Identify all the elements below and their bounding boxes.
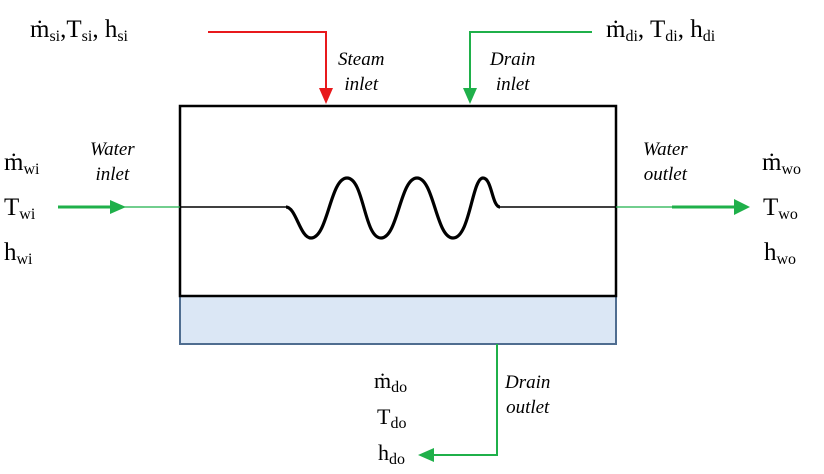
water-outlet-enthalpy-symbol: h: [764, 239, 777, 266]
drain-outlet-caption-line1: Drain: [505, 372, 551, 393]
steam-inlet-arrowhead: [319, 88, 333, 104]
steam-inlet-caption-line1: Steam: [338, 49, 385, 70]
drain-inlet-caption-line1: Drain: [490, 49, 536, 70]
steam-inlet-caption: Steam inlet: [338, 47, 384, 97]
water-inlet-enthalpy-label: hwi: [4, 240, 33, 268]
drain-inlet-line: [469, 31, 592, 90]
water-outlet-caption: Water outlet: [643, 137, 688, 187]
water-outlet-enthalpy-label: hwo: [764, 240, 796, 268]
water-inlet-temp-symbol: T: [4, 194, 20, 221]
steam-inlet-temp-sub: si: [81, 28, 93, 45]
vessel-body: [178, 104, 618, 298]
water-outlet-mass-label: ṁwo: [762, 150, 801, 178]
water-inlet-arrowhead: [110, 200, 126, 214]
water-inlet-mass-sub: wi: [23, 161, 40, 178]
water-outlet-temp-symbol: T: [763, 194, 779, 221]
drain-outlet-enthalpy-sub: do: [389, 451, 405, 468]
drain-inlet-caption: Drain inlet: [490, 47, 535, 97]
steam-inlet-mass-sub: si: [49, 28, 61, 45]
steam-inlet-mass-symbol: ṁ: [30, 16, 50, 43]
water-outlet-temp-sub: wo: [778, 206, 798, 223]
water-inlet-enthalpy-symbol: h: [4, 239, 17, 266]
drain-outlet-temp-symbol: T: [377, 404, 391, 429]
drain-outlet-mass-label: ṁdo: [374, 370, 407, 396]
drain-well: [180, 296, 616, 344]
drain-inlet-label: ṁdi, Tdi, hdi: [606, 16, 716, 45]
water-inlet-caption-line1: Water: [90, 139, 135, 160]
water-outlet-arrowhead: [734, 199, 750, 215]
drain-outlet-mass-sub: do: [391, 379, 408, 396]
drain-outlet-arrowhead: [418, 448, 434, 462]
water-inlet-temp-label: Twi: [4, 195, 35, 223]
drain-inlet-arrowhead: [463, 88, 477, 104]
drain-inlet-temp-sub: di: [665, 28, 678, 45]
drain-outlet-mass-symbol: ṁ: [374, 368, 392, 393]
drain-inlet-enthalpy-sub: di: [702, 28, 716, 45]
steam-inlet-label: ṁsi,Tsi, hsi: [30, 16, 128, 45]
drain-outlet-temp-label: Tdo: [377, 406, 406, 432]
water-outlet-caption-line1: Water: [643, 139, 688, 160]
water-outlet-mass-symbol: ṁ: [762, 149, 782, 176]
steam-inlet-caption-line2: inlet: [344, 74, 379, 95]
water-outlet-caption-line2: outlet: [643, 164, 687, 185]
drain-outlet-line: [432, 344, 498, 456]
drain-outlet-temp-sub: do: [390, 415, 407, 432]
drain-outlet-caption: Drain outlet: [505, 370, 550, 420]
drain-outlet-enthalpy-symbol: h: [378, 440, 389, 465]
steam-inlet-enthalpy-sub: si: [117, 28, 128, 45]
water-inlet-enthalpy-sub: wi: [16, 251, 33, 268]
water-inlet-caption-line2: inlet: [95, 164, 130, 185]
drain-inlet-temp-symbol: T: [649, 16, 666, 43]
drain-inlet-mass-symbol: ṁ: [606, 16, 626, 43]
water-inlet-temp-sub: wi: [19, 206, 36, 223]
drain-inlet-mass-sub: di: [625, 28, 638, 45]
drain-inlet-enthalpy-symbol: h: [690, 16, 703, 43]
water-outlet-temp-label: Two: [763, 195, 798, 223]
water-outlet-enthalpy-sub: wo: [776, 251, 797, 268]
drain-outlet-enthalpy-label: hdo: [378, 442, 405, 468]
water-outlet-mass-sub: wo: [781, 161, 802, 178]
water-inlet-mass-symbol: ṁ: [4, 149, 24, 176]
steam-inlet-line: [208, 31, 327, 90]
water-inlet-caption: Water inlet: [90, 137, 135, 187]
steam-inlet-temp-symbol: T: [66, 16, 82, 43]
drain-outlet-caption-line2: outlet: [506, 397, 550, 418]
water-inlet-mass-label: ṁwi: [4, 150, 39, 178]
drain-inlet-caption-line2: inlet: [495, 74, 530, 95]
steam-inlet-enthalpy-symbol: h: [104, 16, 118, 43]
tube-coil: [285, 176, 501, 240]
